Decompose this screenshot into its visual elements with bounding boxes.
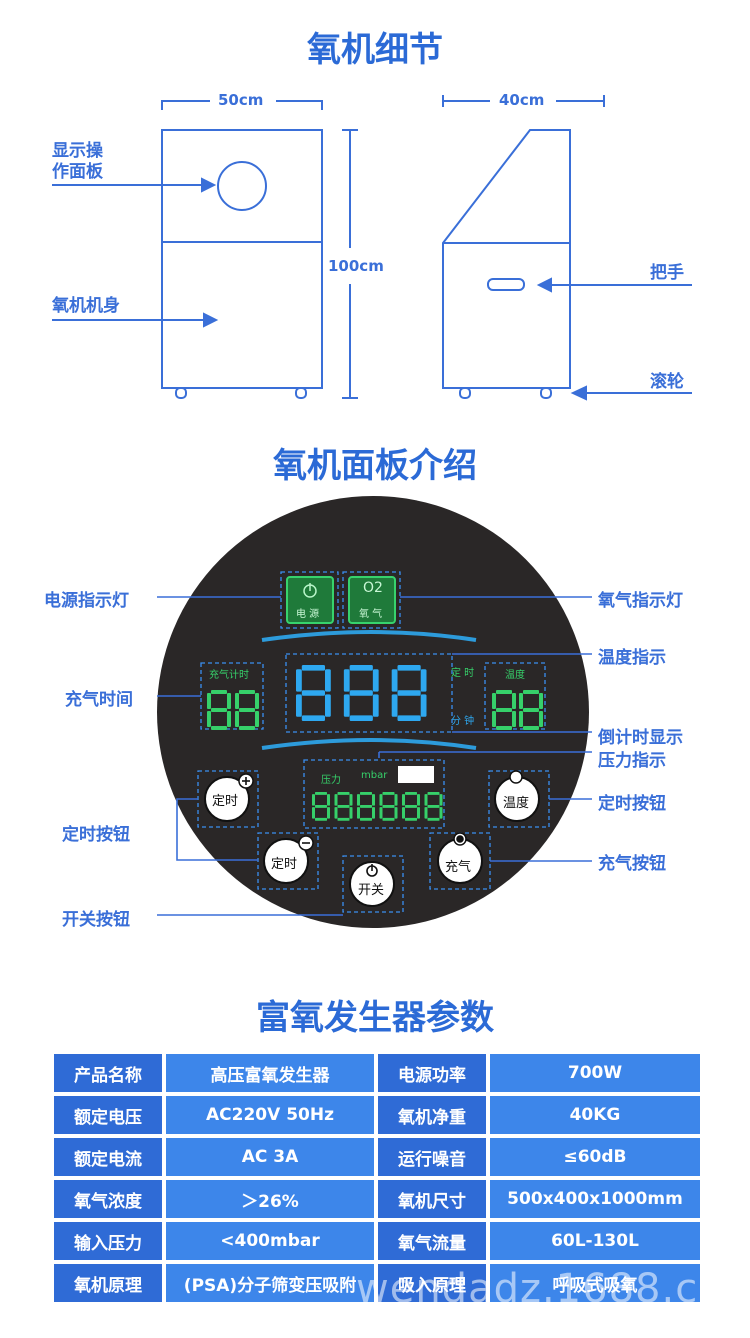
table-row: 氧机原理(PSA)分子筛变压吸附吸入原理呼吸式吸氧	[54, 1264, 700, 1302]
body-label: 氧机机身	[52, 296, 120, 316]
spec-value-cell: AC 3A	[166, 1138, 374, 1176]
params-title: 富氧发生器参数	[256, 998, 494, 1038]
timer-label-top: 定 时	[451, 668, 475, 679]
spec-key-cell: 氧气浓度	[54, 1180, 162, 1218]
o2-sub-text: 氧 气	[359, 609, 383, 620]
watermark: wendadz.1688.com	[356, 1266, 750, 1312]
power-switch-label: 开关按钮	[62, 910, 130, 930]
spec-value-cell: ≤60dB	[490, 1138, 700, 1176]
timer-plus-button-shape	[204, 776, 250, 822]
wheel-label: 滚轮	[650, 372, 684, 392]
timer-plus-button[interactable]: 定时	[212, 794, 239, 809]
spec-value-cell: AC220V 50Hz	[166, 1096, 374, 1134]
spec-value-cell: 高压富氧发生器	[166, 1054, 374, 1092]
panel-title: 氧机面板介绍	[273, 446, 477, 486]
height-dimension: 100cm	[328, 257, 384, 275]
width-dimension: 50cm	[218, 91, 264, 109]
fill-timer-label: 充气计时	[209, 670, 249, 681]
timer-minus-button[interactable]: 定时	[271, 857, 298, 872]
spec-value-cell: 40KG	[490, 1096, 700, 1134]
fill-time-label: 充气时间	[65, 690, 133, 710]
spec-key-cell: 额定电压	[54, 1096, 162, 1134]
power-light-text: 电 源	[296, 609, 320, 620]
spec-value-cell: 呼吸式吸氧	[490, 1264, 700, 1302]
depth-dimension: 40cm	[499, 91, 545, 109]
fill-button[interactable]: 充气	[445, 860, 472, 875]
power-button[interactable]: 开关	[358, 883, 385, 898]
power-indicator-light	[286, 576, 334, 624]
oxygen-light-label: 氧气指示灯	[598, 591, 683, 611]
details-title: 氧机细节	[307, 30, 443, 70]
spec-value-cell: <400mbar	[166, 1222, 374, 1260]
spec-key-cell: 氧气流量	[378, 1222, 486, 1260]
timer-label-bottom: 分 钟	[451, 716, 475, 727]
spec-key-cell: 额定电流	[54, 1138, 162, 1176]
handle-label: 把手	[650, 263, 684, 283]
control-panel	[157, 496, 592, 928]
countdown-display-label: 倒计时显示	[598, 728, 683, 748]
pressure-unit: mbar	[361, 770, 388, 781]
spec-key-cell: 电源功率	[378, 1054, 486, 1092]
display-panel-label-line2: 作面板	[52, 162, 103, 182]
power-light-label: 电源指示灯	[44, 591, 129, 611]
spec-value-cell: 500x400x1000mm	[490, 1180, 700, 1218]
spec-value-cell: (PSA)分子筛变压吸附	[166, 1264, 374, 1302]
spec-value-cell: 700W	[490, 1054, 700, 1092]
temp-button[interactable]: 温度	[503, 796, 530, 811]
pressure-label: 压力	[321, 775, 341, 786]
timer-button-left-label: 定时按钮	[62, 825, 130, 845]
timer-minus-button-shape	[263, 838, 309, 884]
fill-button-label: 充气按钮	[598, 854, 666, 874]
spec-value-cell: 60L-130L	[490, 1222, 700, 1260]
temp-label: 温度	[505, 670, 525, 681]
o2-text: O2	[363, 580, 383, 596]
oxygen-indicator-light	[348, 576, 396, 624]
spec-key-cell: 吸入原理	[378, 1264, 486, 1302]
display-panel-label-line1: 显示操	[52, 141, 103, 161]
spec-key-cell: 氧机原理	[54, 1264, 162, 1302]
spec-key-cell: 氧机尺寸	[378, 1180, 486, 1218]
display-panel-label: 显示操 作面板	[52, 141, 103, 183]
timer-button-right-label: 定时按钮	[598, 794, 666, 814]
machine-diagram	[52, 95, 692, 401]
temp-indicator-label: 温度指示	[598, 648, 666, 668]
spec-value-cell: ＞26%	[166, 1180, 374, 1218]
power-button-shape	[349, 861, 395, 907]
spec-key-cell: 氧机净重	[378, 1096, 486, 1134]
pressure-white-block	[398, 766, 434, 783]
spec-key-cell: 运行噪音	[378, 1138, 486, 1176]
spec-key-cell: 产品名称	[54, 1054, 162, 1092]
pressure-indicator-label: 压力指示	[598, 751, 666, 771]
spec-key-cell: 输入压力	[54, 1222, 162, 1260]
